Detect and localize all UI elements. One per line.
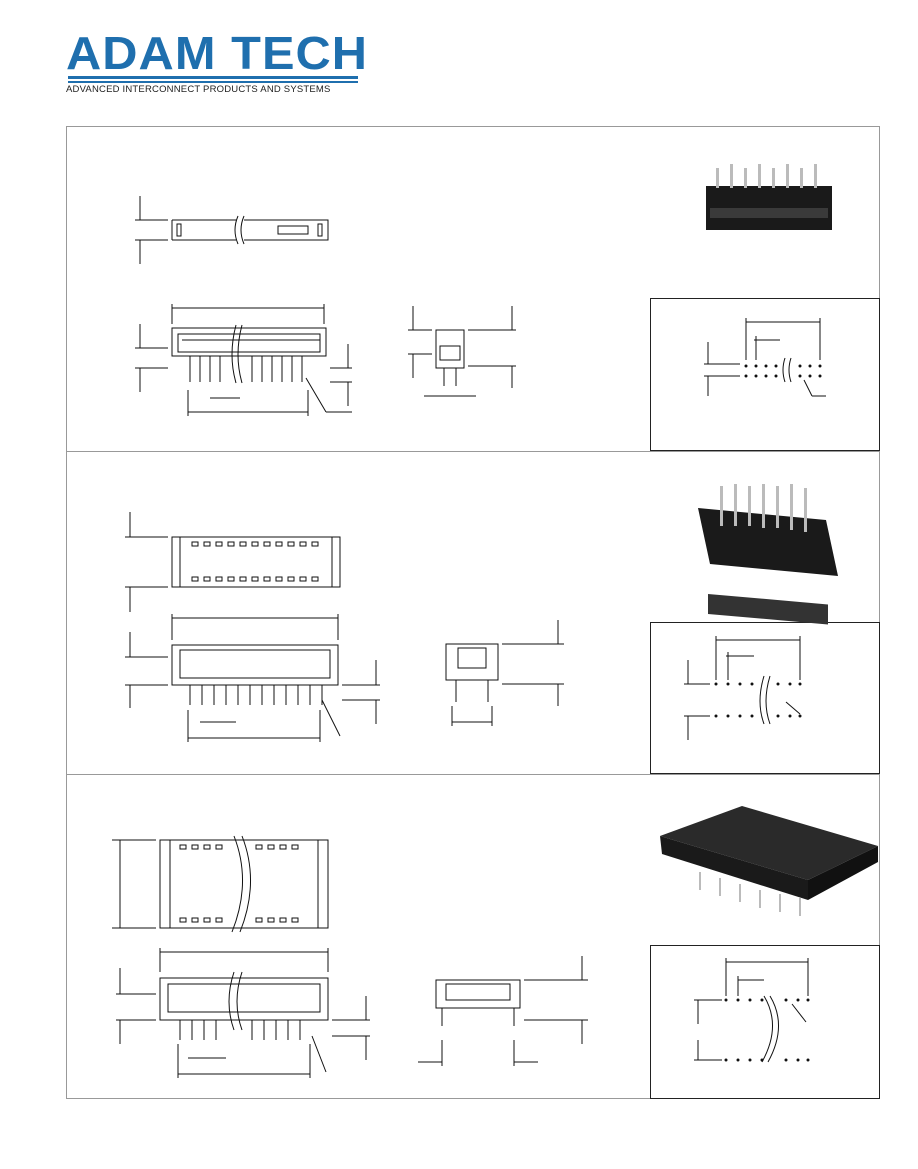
s2-top-view	[125, 512, 341, 612]
s3-top-view	[112, 835, 329, 933]
s2-pcb-layout	[684, 636, 801, 740]
pcb-layout-box-1	[650, 298, 880, 451]
s1-dim-height	[135, 196, 168, 264]
s1-pcb-layout	[704, 318, 826, 397]
s2-side-view	[445, 620, 564, 726]
pcb-layout-box-3	[650, 945, 880, 1099]
section-divider-2	[66, 774, 880, 775]
s1-pins	[189, 356, 303, 382]
s2-front-view	[125, 614, 380, 742]
pcb-layout-box-2	[650, 622, 880, 774]
drawing-frame	[66, 126, 880, 1099]
s1-top-view	[171, 215, 329, 245]
logo-underline	[68, 76, 358, 79]
brand-logo: ADAM TECH	[66, 30, 367, 98]
brand-name: ADAM TECH	[66, 27, 369, 79]
s1-front-view	[135, 304, 352, 416]
brand-tagline: ADVANCED INTERCONNECT PRODUCTS AND SYSTE…	[66, 84, 331, 95]
section-divider-1	[66, 451, 880, 452]
s1-side-view	[408, 306, 516, 397]
logo-underline-thin	[68, 81, 358, 83]
s3-product-photo	[660, 806, 878, 916]
s3-side-view	[418, 956, 588, 1066]
s1-holes	[744, 364, 822, 378]
s3-front-view	[116, 948, 370, 1078]
s1-product-photo	[706, 164, 832, 230]
s3-pcb-layout	[694, 958, 809, 1063]
s2-product-photo	[698, 484, 838, 625]
